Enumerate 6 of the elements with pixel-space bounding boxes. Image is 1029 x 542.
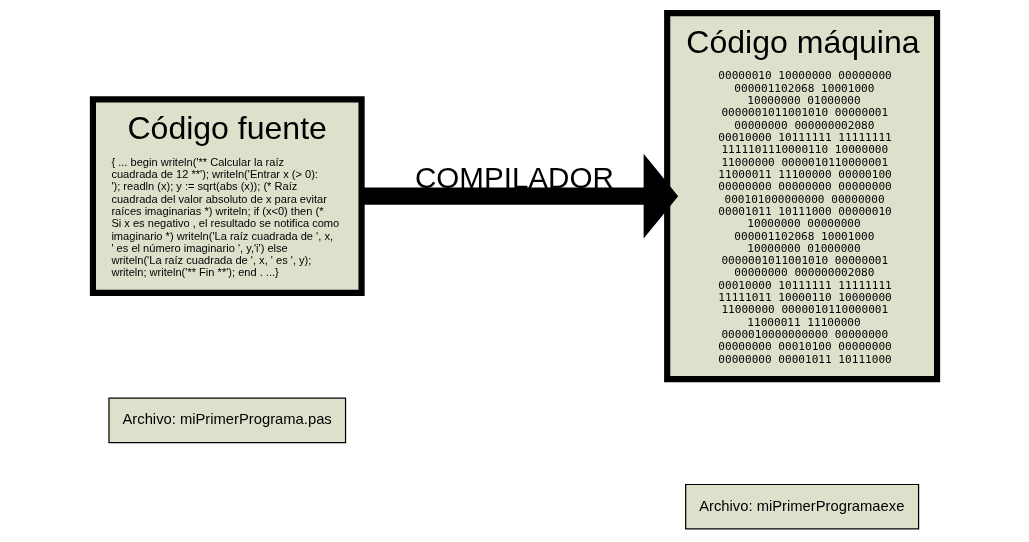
arrow	[361, 153, 678, 239]
node-box: Archivo: miPrimerPrograma.pas	[107, 397, 346, 444]
node-box: Código fuente { ... begin writeln('** Calcular la raíz cuadrada de 12 **'); writeln('Entrar x (> 0): '); readln (x); y := sqrt(abs (x)); (* Raíz cuadrada del valor absoluto de x para evitar raíces imaginarias *) writeln; if (x<0) then (* Si x es negativo , el resultado se notifica como imaginario *) writeln('La raíz cuadrada de ', x, ' es el número imaginario ', y,'i') else writeln('La raíz cuadrada de ', x, ' es ', y); writeln; writeln('** Fin **'); end . ...}	[89, 96, 365, 296]
node-box: Código máquina 00000010 10000000 00000000 000001102068 10001000 10000000 01000000 0000001011001010 00000001 00000000 000000002080 00010000 10111111 11111111 1111101110000110 10000000 11000000 0000010110000001 11000011 11100000 00000100 00000000 00000000 00000000 000101000000000 00000000 00001011 10111000 00000010 10000000 00000000 000001102068 10001000 10000000 01000000 0000001011001010 00000001 00000000 000000002080 00010000 10111111 11111111 11111011 10000110 10000000 11000000 0000010110000001 11000011 11100000 0000010000000000 00000000 00000000 00010100 00000000 00000000 00001011 10111000	[663, 10, 940, 383]
node-box: Archivo: miPrimerProgramaexe	[684, 483, 919, 530]
edge-label: COMPILADOR	[414, 160, 614, 194]
